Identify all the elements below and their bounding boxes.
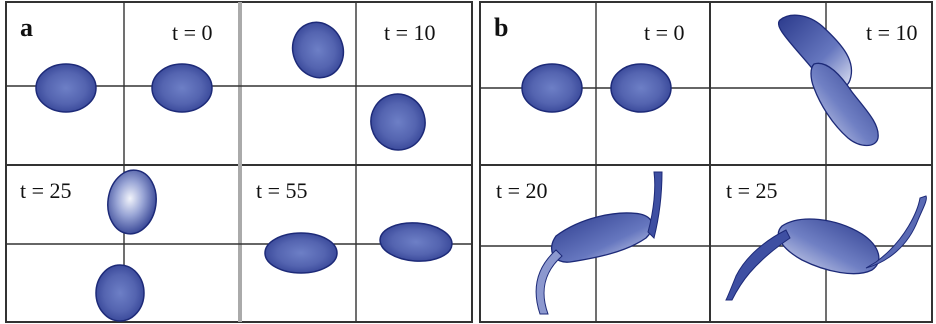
droplet [151,63,213,113]
time-label: t = 25 [726,178,778,203]
droplet [379,222,453,262]
droplet [291,21,345,79]
time-label: t = 0 [172,20,213,45]
frame-b-t25: t = 25 [710,165,932,322]
filament [535,249,563,315]
droplet [521,63,583,113]
time-label: t = 55 [256,178,308,203]
time-label: t = 10 [384,20,436,45]
stretched-droplet [777,218,880,275]
filament [725,229,791,301]
droplet [107,169,157,235]
panel-b-border [479,1,933,323]
frame-a-t55: t = 55 [240,165,472,322]
frame-b-t10: t = 10 [710,2,932,165]
stretched-droplet [810,62,879,147]
droplet [264,232,338,274]
panel-b: t = 0 t = 10 t = 20 t = 25 [479,1,933,323]
panel-label: a [20,13,33,42]
droplet [35,63,97,113]
droplet [95,264,145,322]
time-label: t = 10 [866,20,918,45]
frame-b-t20: t = 20 [480,165,710,322]
time-label: t = 0 [644,20,685,45]
frame-a-t25: t = 25 [6,165,240,322]
time-label: t = 20 [496,178,548,203]
frame-a-t0: t = 0 [6,2,240,165]
frame-a-t10: t = 10 [240,2,472,165]
panel-label: b [494,13,508,42]
frame-b-t0: t = 0 [480,2,710,165]
droplet [370,93,426,151]
time-label: t = 25 [20,178,72,203]
stretched-droplet [551,212,653,263]
filament [865,195,927,269]
filament [647,171,663,239]
droplet [610,63,672,113]
panel-a: t = 0 t = 10 t = 25 t = 55 a [5,1,473,323]
